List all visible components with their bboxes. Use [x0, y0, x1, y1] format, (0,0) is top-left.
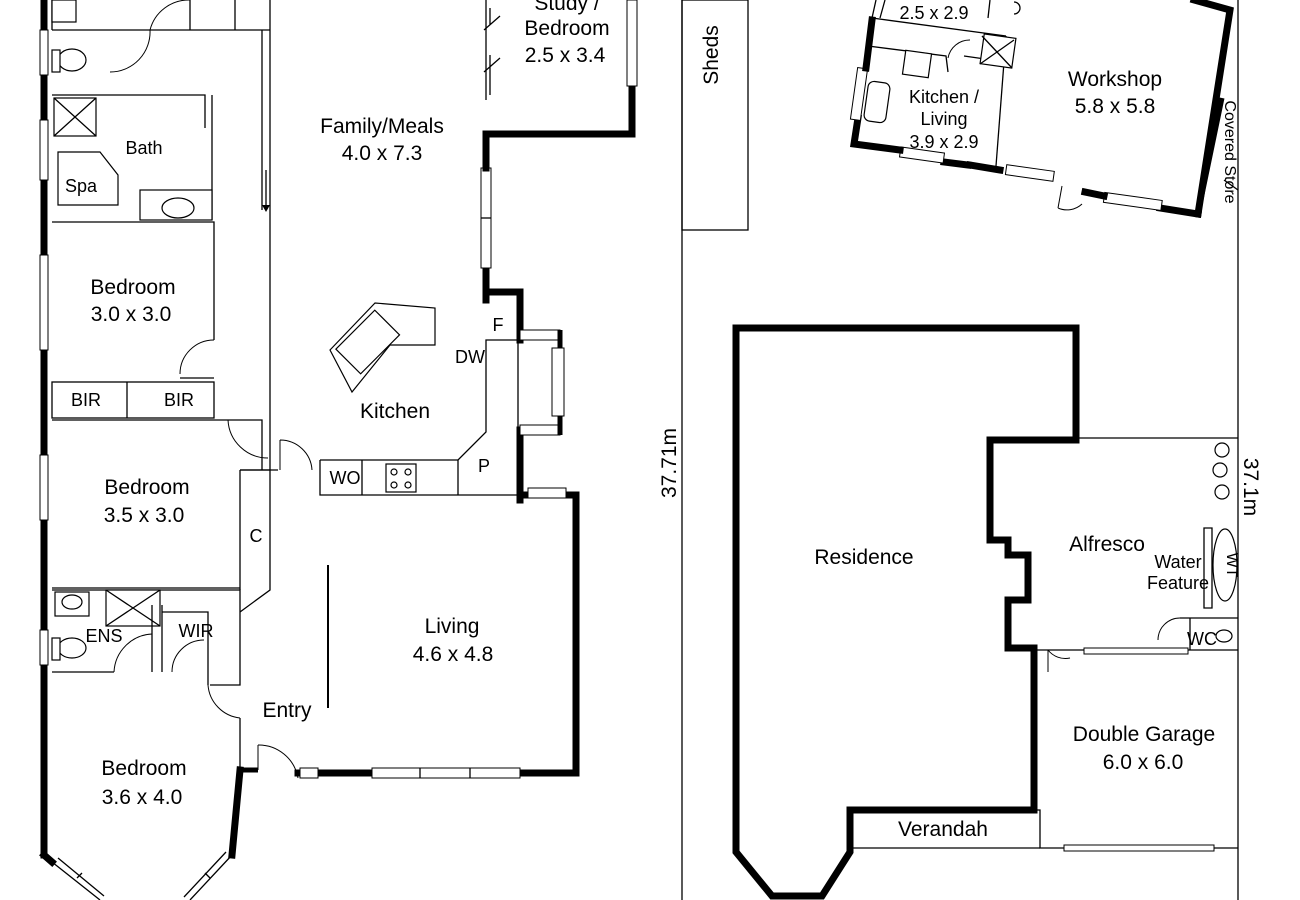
window — [1102, 191, 1163, 211]
garage-door — [1063, 844, 1215, 852]
window — [519, 329, 561, 341]
window — [39, 454, 49, 521]
window — [519, 424, 561, 436]
window — [371, 767, 521, 779]
spa-label: Spa — [65, 176, 98, 196]
bedroom-3-label: Bedroom — [101, 757, 186, 780]
kitchen-living-size: 3.9 x 2.9 — [909, 132, 978, 152]
labels: Study / Bedroom 2.5 x 3.4 Family/Meals 4… — [65, 0, 1262, 841]
bedroom-3-size: 3.6 x 4.0 — [102, 786, 183, 809]
wir-label: WIR — [179, 621, 214, 641]
kitchen-living-label-line2: Living — [920, 109, 967, 129]
double-garage-size: 6.0 x 6.0 — [1103, 751, 1184, 774]
sheds-label: Sheds — [700, 25, 723, 85]
bedroom-2-size: 3.5 x 3.0 — [104, 504, 185, 527]
verandah-label: Verandah — [898, 818, 988, 841]
vanity — [51, 0, 77, 23]
site-boundaries — [681, 0, 1239, 900]
workshop-label: Workshop — [1068, 68, 1162, 91]
window — [1083, 647, 1189, 655]
water-feature-label-line2: Feature — [1147, 573, 1209, 593]
bedroom-2-label: Bedroom — [104, 476, 189, 499]
study-label-line1: Study / — [534, 0, 600, 15]
kitchen-living-label-line1: Kitchen / — [909, 87, 979, 107]
window — [1004, 164, 1055, 182]
bir-2-label: BIR — [164, 390, 194, 410]
cooktop — [385, 463, 417, 493]
sink — [335, 309, 401, 375]
living-size: 4.6 x 4.8 — [413, 643, 494, 666]
alfresco-label: Alfresco — [1069, 533, 1145, 556]
spa-bath — [57, 151, 119, 206]
shrub-icon — [1212, 462, 1228, 478]
basin — [61, 594, 83, 610]
cupboard-label: C — [250, 526, 263, 546]
study-size: 2.5 x 3.4 — [525, 44, 606, 67]
pantry-label: P — [478, 456, 490, 476]
water-tank-label: WT — [1223, 553, 1240, 578]
outbuilding — [849, 0, 1239, 219]
residence-footprint — [732, 324, 1238, 900]
main-house — [39, 0, 638, 900]
toilet — [1215, 629, 1233, 643]
wall-oven-label: WO — [330, 468, 361, 488]
sheds — [681, 0, 749, 231]
toilet — [57, 637, 87, 659]
ensuite-label: ENS — [85, 626, 122, 646]
window — [299, 767, 319, 779]
family-meals-label: Family/Meals — [320, 115, 444, 138]
water-tank — [1212, 528, 1238, 602]
bedroom-1-size: 3.0 x 3.0 — [91, 303, 172, 326]
toilet — [57, 48, 87, 72]
covered-store-label: Covered Store — [1221, 100, 1238, 203]
study-label-line2: Bedroom — [524, 17, 609, 40]
sink — [863, 80, 891, 124]
workshop-size: 5.8 x 5.8 — [1075, 95, 1156, 118]
cooktop — [901, 49, 933, 79]
shrub-icon — [1214, 442, 1230, 458]
dishwasher-label: DW — [455, 347, 485, 367]
entry-label: Entry — [262, 699, 312, 722]
boundary-left-label: 37.71m — [658, 428, 681, 498]
outbuilding-room-size: 2.5 x 2.9 — [899, 3, 968, 23]
bedroom-1-label: Bedroom — [90, 276, 175, 299]
window — [551, 347, 565, 417]
window — [39, 629, 49, 666]
window — [527, 487, 567, 499]
wc-label: WC — [1187, 629, 1217, 649]
window — [39, 119, 49, 181]
water-feature-label-line1: Water — [1154, 552, 1201, 572]
double-garage-label: Double Garage — [1073, 723, 1215, 746]
fridge-label: F — [493, 315, 504, 335]
window — [626, 0, 638, 87]
window — [39, 254, 49, 351]
basin — [161, 197, 195, 219]
family-meals-size: 4.0 x 7.3 — [342, 142, 423, 165]
boundary-right-label: 37.1m — [1239, 458, 1262, 516]
bir-1-label: BIR — [71, 390, 101, 410]
residence-label: Residence — [814, 546, 913, 569]
window — [39, 29, 49, 76]
living-label: Living — [425, 615, 480, 638]
bath-label: Bath — [125, 138, 162, 158]
shrub-icon — [1214, 484, 1230, 500]
kitchen-label: Kitchen — [360, 400, 430, 423]
